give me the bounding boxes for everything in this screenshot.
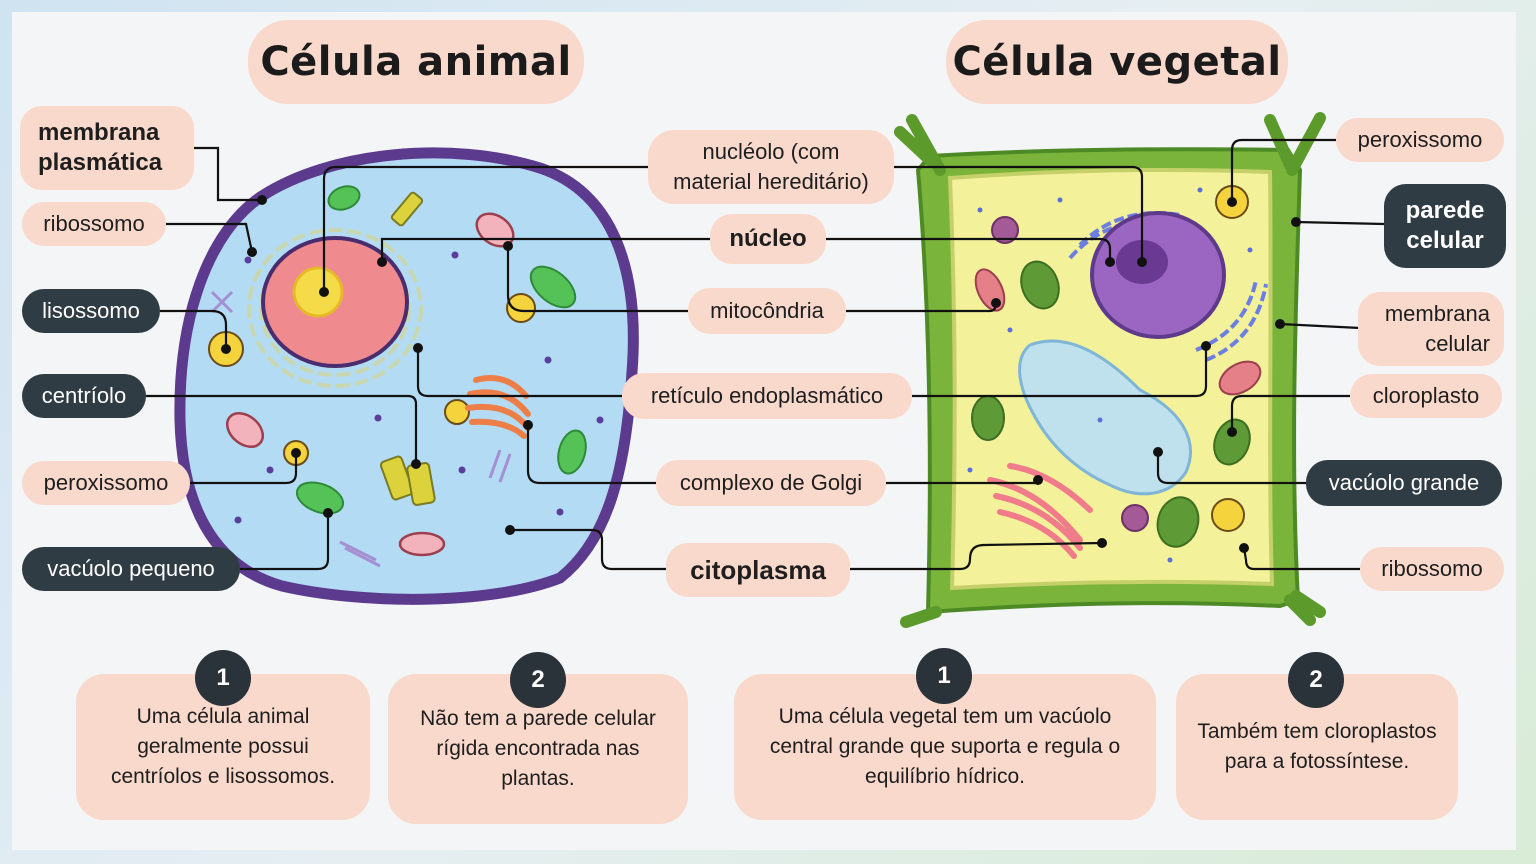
- label-peroxissomo-animal: peroxissomo: [22, 461, 190, 505]
- label-lisossomo: lisossomo: [22, 289, 160, 333]
- badge-number: 1: [195, 650, 251, 706]
- card-animal-1: Uma célula animal geralmente possui cent…: [76, 674, 370, 820]
- badge-number: 1: [916, 648, 972, 704]
- label-citoplasma: citoplasma: [666, 543, 850, 597]
- label-mitocondria: mitocôndria: [688, 288, 846, 334]
- label-membrana-plasmatica: membrana plasmática: [20, 106, 194, 190]
- title-animal-cell: Célula animal: [248, 20, 584, 104]
- label-peroxissomo-plant: peroxissomo: [1336, 118, 1504, 162]
- label-membrana-celular: membrana celular: [1358, 292, 1504, 366]
- label-parede-celular: parede celular: [1384, 184, 1506, 268]
- label-vacuolo-pequeno: vacúolo pequeno: [22, 547, 240, 591]
- title-plant-cell: Célula vegetal: [946, 20, 1288, 104]
- label-centriolo: centríolo: [22, 374, 146, 418]
- label-ribossomo-animal: ribossomo: [22, 202, 166, 246]
- label-reticulo-endoplasmatico: retículo endoplasmático: [622, 373, 912, 419]
- badge-number: 2: [1288, 652, 1344, 708]
- label-nucleo: núcleo: [710, 214, 826, 264]
- label-nucleolo: nucléolo (com material hereditário): [648, 130, 894, 204]
- label-complexo-golgi: complexo de Golgi: [656, 460, 886, 506]
- label-ribossomo-plant: ribossomo: [1360, 547, 1504, 591]
- badge-number: 2: [510, 652, 566, 708]
- label-cloroplasto: cloroplasto: [1350, 374, 1502, 418]
- label-vacuolo-grande: vacúolo grande: [1306, 460, 1502, 506]
